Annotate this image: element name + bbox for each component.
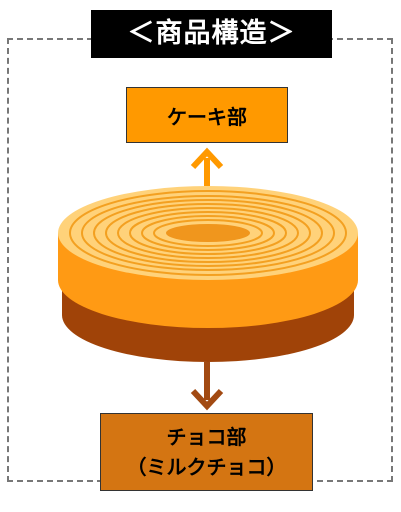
- page-title: ＜商品構造＞: [91, 10, 332, 58]
- cake-part-label-box: ケーキ部: [126, 87, 288, 143]
- chocolate-type-label: （ミルクチョコ）: [126, 455, 287, 479]
- cake-part-label: ケーキ部: [167, 104, 247, 129]
- chocolate-part-label-box: チョコ部 （ミルクチョコ）: [100, 413, 313, 491]
- chocolate-part-label: チョコ部: [166, 425, 247, 449]
